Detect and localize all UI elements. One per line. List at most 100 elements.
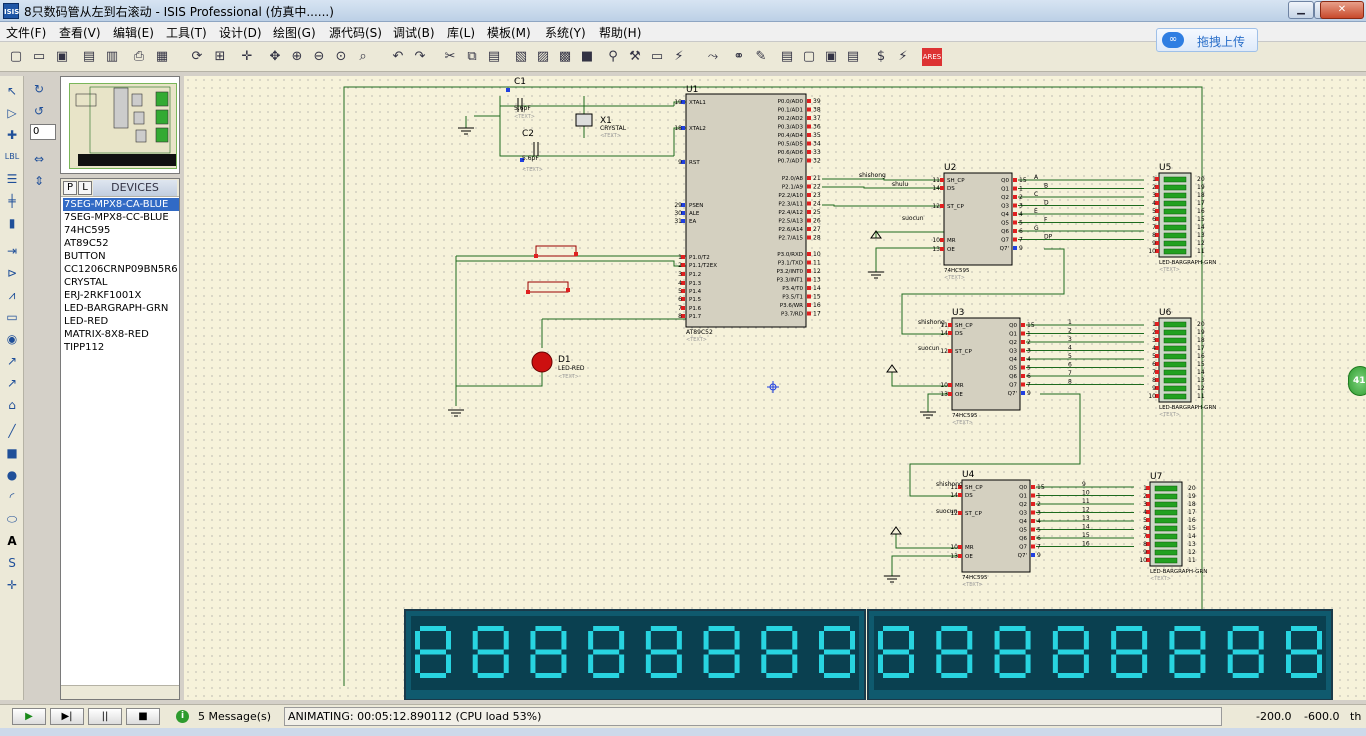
junction-icon[interactable]: ✚ [6,128,18,142]
print-area-icon[interactable]: ▦ [155,49,169,64]
bus-icon[interactable]: ╪ [8,194,16,208]
voltage-probe-icon[interactable]: ↗ [6,354,18,368]
redo-icon[interactable]: ↷ [414,49,426,64]
make-device-icon[interactable]: ⚒ [629,49,641,64]
select-icon[interactable]: ↖ [6,84,18,98]
marker-icon[interactable]: ✛ [6,578,18,592]
new-sheet-icon[interactable]: ▢ [802,49,816,64]
open-folder-icon[interactable]: ▭ [32,49,46,64]
property-tool-icon[interactable]: ✎ [755,49,767,64]
pack-tool-icon[interactable]: ▭ [650,49,664,64]
new-file-icon[interactable]: ▢ [9,49,23,64]
library-tab[interactable]: L [78,181,92,195]
device-pin-icon[interactable]: ⊳ [6,266,18,280]
device-item[interactable]: AT89C52 [64,238,109,249]
rotate-cw-icon[interactable]: ↻ [33,82,45,96]
upload-button[interactable]: ∞ 拖拽上传 [1156,28,1258,52]
side-badge[interactable]: 41 [1348,366,1366,396]
device-item[interactable]: LED-BARGRAPH-GRN [64,303,169,314]
step-button[interactable]: ▶| [50,708,84,725]
remove-sheet-icon[interactable]: ▣ [824,49,838,64]
undo-icon[interactable]: ↶ [392,49,404,64]
arc-icon[interactable]: ◜ [9,490,15,504]
device-item[interactable]: TIPP112 [64,342,105,353]
symbol-icon[interactable]: S [8,556,16,570]
print-icon[interactable]: ⎙ [133,49,145,64]
message-count[interactable]: 5 Message(s) [198,710,272,723]
origin-icon[interactable]: ✛ [241,49,253,64]
save-icon[interactable]: ▣ [55,49,69,64]
block-rotate-icon[interactable]: ▩ [558,49,572,64]
menu-edit[interactable]: 编辑(E) [113,26,154,40]
menu-debug[interactable]: 调试(B) [393,26,435,40]
zoom-area-icon[interactable]: ⌕ [359,49,367,64]
import-icon[interactable]: ▤ [82,49,96,64]
ares-icon[interactable]: ARES [922,48,942,66]
subcircuit-icon[interactable]: ▮ [8,216,16,230]
refresh-icon[interactable]: ⟳ [191,49,203,64]
device-item[interactable]: LED-RED [64,316,109,327]
close-button[interactable]: ✕ [1320,1,1364,19]
box-icon[interactable]: ■ [6,446,18,460]
zoom-all-icon[interactable]: ⊙ [335,49,347,64]
circle-icon[interactable]: ● [6,468,18,482]
stop-button[interactable]: ■ [126,708,160,725]
path-icon[interactable]: ⬭ [6,512,18,526]
copy-icon[interactable]: ⧉ [467,49,477,64]
device-item[interactable]: ERJ-2RKF1001X [64,290,142,301]
text-script-icon[interactable]: ☰ [6,172,18,186]
bom-icon[interactable]: ▤ [846,49,860,64]
minimize-button[interactable]: ▁ [1288,1,1314,19]
menu-template[interactable]: 模板(M) [487,26,531,40]
graph-icon[interactable]: ⩘ [8,288,16,302]
tape-icon[interactable]: ▭ [6,310,18,324]
wire-autorouter-icon[interactable]: ⤳ [707,49,719,64]
zoom-in-icon[interactable]: ⊕ [291,49,303,64]
device-item[interactable]: CC1206CRNP09BN5R6 [64,264,178,275]
device-item[interactable]: 7SEG-MPX8-CC-BLUE [64,212,169,223]
pick-device-icon[interactable]: ⚲ [608,49,618,64]
component-icon[interactable]: ▷ [7,106,17,120]
menu-design[interactable]: 设计(D) [219,26,262,40]
terminal-icon[interactable]: ⇥ [6,244,18,258]
menu-view[interactable]: 查看(V) [59,26,101,40]
menu-graph[interactable]: 绘图(G) [273,26,316,40]
generator-icon[interactable]: ◉ [6,332,18,346]
search-icon[interactable]: ⚭ [733,49,745,64]
wire-label-icon[interactable]: LBL [4,152,20,161]
overview-window[interactable] [60,76,180,174]
device-item[interactable]: CRYSTAL [64,277,108,288]
paste-icon[interactable]: ▤ [487,49,501,64]
rotate-ccw-icon[interactable]: ↺ [33,104,45,118]
mirror-y-icon[interactable]: ⇕ [33,174,45,188]
block-delete-icon[interactable]: ■ [580,49,594,64]
menu-source[interactable]: 源代码(S) [329,26,382,40]
zoom-out-icon[interactable]: ⊖ [313,49,325,64]
decompose-icon[interactable]: ⚡ [674,49,684,64]
menu-help[interactable]: 帮助(H) [599,26,642,40]
design-explorer-icon[interactable]: ▤ [780,49,794,64]
pan-icon[interactable]: ✥ [269,49,281,64]
device-item[interactable]: MATRIX-8X8-RED [64,329,149,340]
device-item[interactable]: BUTTON [64,251,106,262]
play-button[interactable]: ▶ [12,708,46,725]
virtual-instrument-icon[interactable]: ⌂ [8,398,16,412]
cut-icon[interactable]: ✂ [444,49,456,64]
erc-icon[interactable]: $ [876,49,886,64]
device-item[interactable]: 7SEG-MPX8-CA-BLUE [63,198,179,211]
device-item[interactable]: 74HC595 [64,225,111,236]
current-probe-icon[interactable]: ↗ [6,376,18,390]
menu-tools[interactable]: 工具(T) [166,26,207,40]
pause-button[interactable]: || [88,708,122,725]
grid-icon[interactable]: ⊞ [214,49,226,64]
line-icon[interactable]: ╱ [8,424,16,438]
export-icon[interactable]: ▥ [105,49,119,64]
block-move-icon[interactable]: ▨ [536,49,550,64]
menu-library[interactable]: 库(L) [447,26,476,40]
netlist-icon[interactable]: ⚡ [898,49,908,64]
text-icon[interactable]: A [7,534,17,548]
device-horizontal-scrollbar[interactable] [61,685,179,699]
mirror-x-icon[interactable]: ⇔ [33,152,45,166]
rotation-input[interactable]: 0 [30,124,56,140]
